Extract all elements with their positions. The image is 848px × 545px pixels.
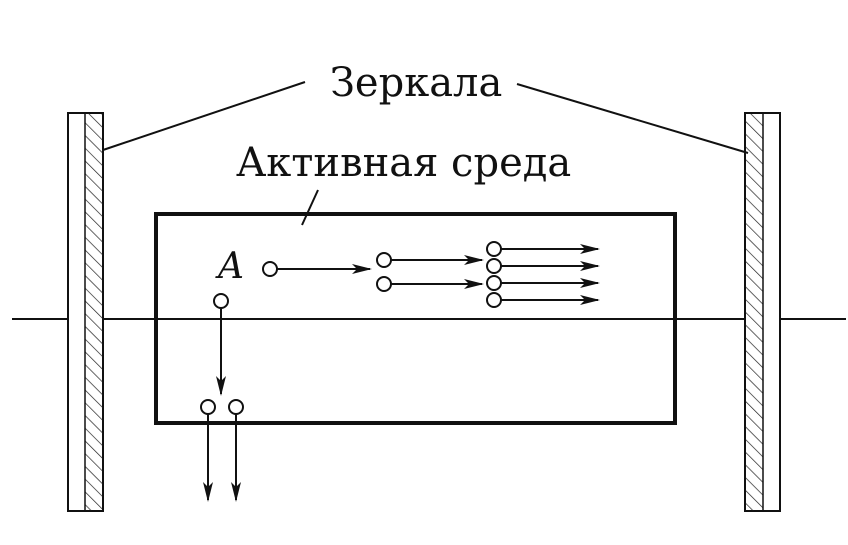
left-mirror: [67, 112, 104, 512]
medium-leader: [301, 189, 319, 226]
photon-4b: [486, 258, 502, 274]
off-axis-emission-chain: [200, 293, 244, 502]
excited-atom-a: [262, 261, 278, 277]
excited-atom-b: [213, 293, 229, 309]
mirror-leader-left: [102, 81, 306, 151]
photon-2a: [376, 252, 392, 268]
mirror-leader-right: [516, 83, 749, 154]
active-medium-box: [154, 212, 677, 425]
photon-down-b: [228, 399, 244, 415]
photon-4c: [486, 275, 502, 291]
atom-label: A: [215, 246, 244, 287]
mirrors-label: Зеркала: [330, 60, 502, 106]
photon-4d: [486, 292, 502, 308]
photon-4a: [486, 241, 502, 257]
active-medium-label: Активная среда: [236, 140, 571, 186]
stimulated-emission-chain: [262, 241, 600, 308]
photon-2b: [376, 276, 392, 292]
photon-down-a: [200, 399, 216, 415]
right-mirror: [744, 112, 781, 512]
